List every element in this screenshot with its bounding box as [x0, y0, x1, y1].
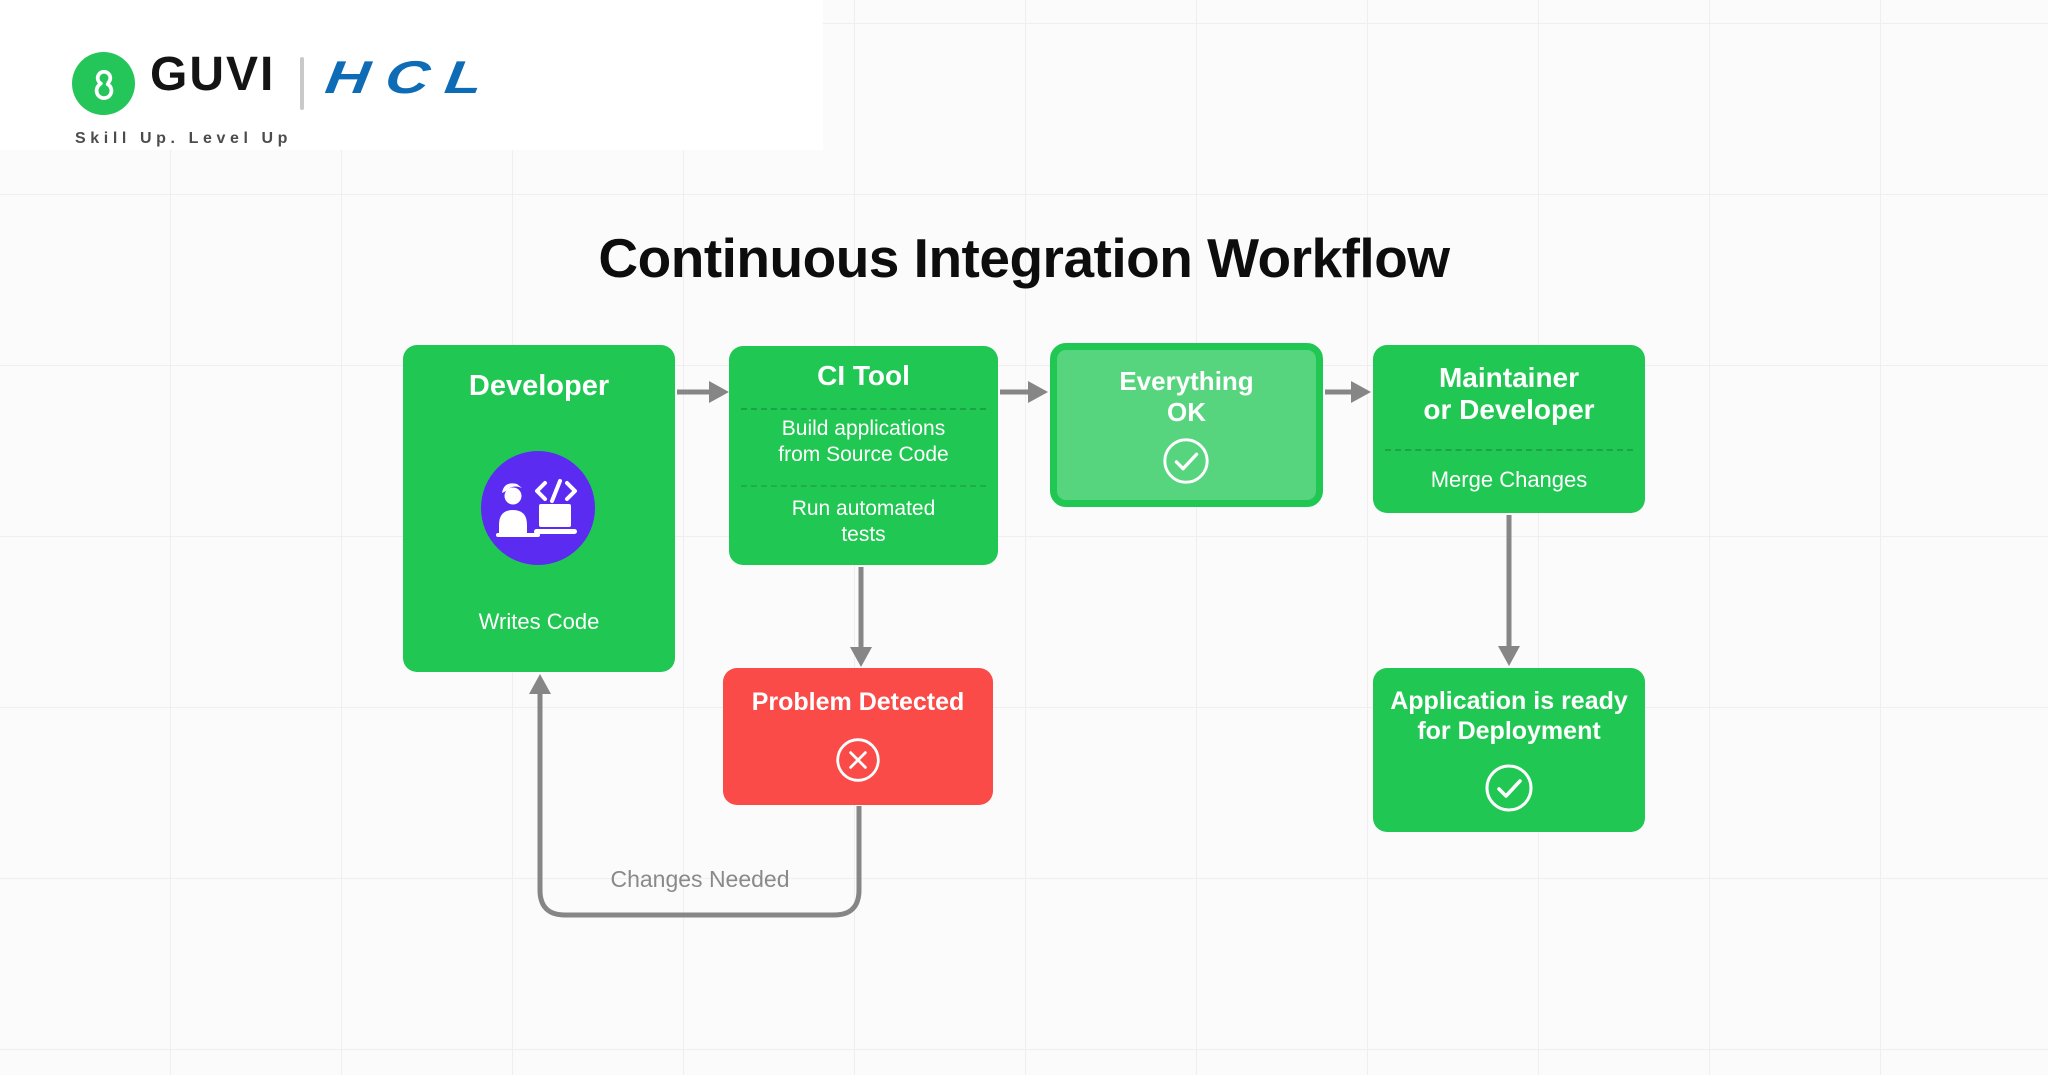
- guvi-logo-icon: [72, 52, 135, 115]
- node-subtitle: Writes Code: [478, 609, 600, 634]
- node-ci-tool: CI Tool Build applications from Source C…: [729, 346, 998, 565]
- dashed-divider: [741, 408, 986, 410]
- arrow-citool-to-everything-ok: [1000, 381, 1048, 403]
- check-circle-icon: [1483, 762, 1535, 819]
- page-title: Continuous Integration Workflow: [598, 227, 1450, 289]
- node-title: CI Tool: [817, 360, 910, 391]
- body-line: Run automated: [791, 497, 936, 520]
- arrow-maintainer-to-deployment: [1498, 515, 1520, 666]
- title-line: for Deployment: [1417, 717, 1601, 745]
- title-line: or Developer: [1423, 394, 1595, 425]
- title-line: Application is ready: [1390, 687, 1628, 715]
- node-title: Maintainer or Developer: [1373, 362, 1645, 426]
- guvi-g-monogram-icon: [94, 69, 113, 100]
- dashed-divider: [741, 485, 986, 487]
- brand-tagline: Skill Up. Level Up: [75, 130, 293, 147]
- node-maintainer-or-developer: Maintainer or Developer Merge Changes: [1373, 345, 1645, 513]
- check-circle-icon: [1161, 436, 1211, 491]
- title-line: Maintainer: [1438, 362, 1580, 393]
- node-title: Everything OK: [1057, 366, 1316, 428]
- title-line: OK: [1167, 397, 1206, 427]
- developer-laptop-glyph: [496, 479, 577, 537]
- node-application-ready: Application is ready for Deployment: [1373, 668, 1645, 832]
- node-subtitle: Merge Changes: [1430, 467, 1588, 492]
- node-title: Developer: [468, 370, 610, 402]
- cross-circle-icon: [834, 736, 882, 789]
- node-body: Run automated tests: [729, 496, 998, 548]
- body-line: Build applications: [781, 417, 946, 440]
- body-line: from Source Code: [778, 443, 949, 466]
- arrow-everything-ok-to-maintainer: [1325, 381, 1371, 403]
- person-coding-on-laptop-icon: [481, 451, 595, 565]
- node-everything-ok: Everything OK: [1050, 343, 1323, 507]
- arrow-problem-to-developer-loop: [529, 674, 862, 918]
- edge-label-changes-needed: Changes Needed: [610, 866, 790, 892]
- node-body: Build applications from Source Code: [729, 416, 998, 468]
- dashed-divider: [1385, 449, 1633, 451]
- node-problem-detected: Problem Detected: [723, 668, 993, 805]
- node-title: Application is ready for Deployment: [1373, 686, 1645, 746]
- body-line: tests: [841, 523, 886, 546]
- title-line: Everything: [1119, 366, 1254, 396]
- node-title: Problem Detected: [751, 688, 965, 716]
- arrow-citool-to-problem: [850, 567, 872, 667]
- guvi-wordmark: GUVI: [150, 48, 276, 101]
- node-developer: Developer Writes Code: [403, 345, 675, 672]
- brand-divider: [300, 57, 304, 110]
- arrow-developer-to-citool: [677, 381, 729, 403]
- header-background: [0, 0, 823, 150]
